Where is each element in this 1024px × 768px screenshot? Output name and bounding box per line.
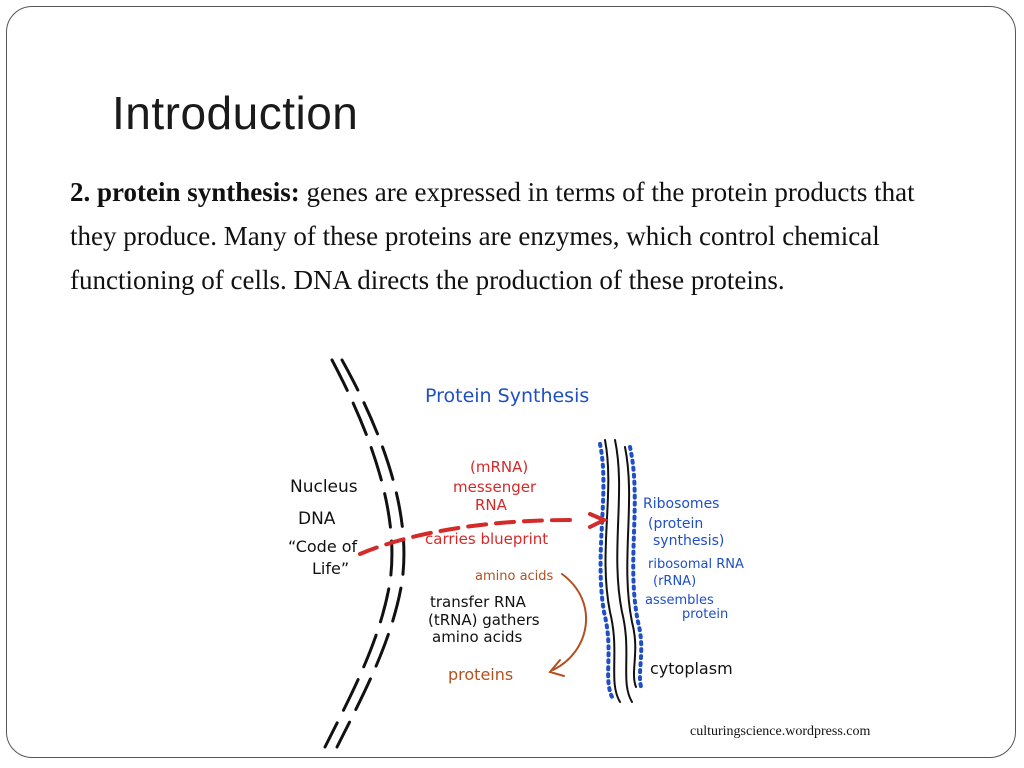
slide-frame: [6, 6, 1016, 758]
trna-label-line1: transfer RNA: [430, 593, 527, 611]
trna-label-line3: amino acids: [432, 628, 523, 646]
code-of-life-line2: Life”: [312, 559, 349, 578]
nucleus-label: Nucleus: [290, 477, 358, 497]
ribosomes-label-line1: Ribosomes: [643, 496, 719, 512]
rrna-label-line1: ribosomal RNA: [648, 557, 744, 572]
nuclear-membrane: [323, 358, 406, 749]
cytoplasm-label: cytoplasm: [650, 659, 733, 678]
mrna-label-line3: RNA: [475, 496, 508, 514]
trna-label-line2: (tRNA) gathers: [428, 611, 540, 629]
figure-title: Protein Synthesis: [425, 385, 589, 407]
amino-arrow: [548, 573, 588, 677]
mrna-label-line1: (mRNA): [470, 458, 528, 476]
slide-title: Introduction: [112, 87, 359, 139]
ribosomes-label-line2: (protein: [648, 516, 703, 532]
ribosomes-label-line3: synthesis): [653, 533, 724, 549]
mrna-label-line2: messenger: [453, 478, 537, 496]
image-credit: culturingscience.wordpress.com: [690, 724, 871, 739]
protein-synthesis-diagram: Protein Synthesis Nucleus DNA “Code of L…: [270, 352, 775, 752]
rrna-label-line4: protein: [682, 607, 728, 622]
code-of-life-line1: “Code of: [288, 537, 358, 556]
body-paragraph: 2. protein synthesis: genes are expresse…: [70, 170, 950, 302]
rrna-label-line2: (rRNA): [653, 574, 696, 589]
mrna-arrow: [358, 512, 609, 556]
ribosome-strands: [598, 439, 644, 703]
paragraph-text: genes are expressed in terms of the prot…: [70, 177, 915, 295]
paragraph-lead: 2. protein synthesis:: [70, 177, 300, 207]
proteins-label: proteins: [448, 665, 513, 684]
amino-acids-label: amino acids: [475, 569, 554, 584]
dna-label: DNA: [298, 509, 336, 529]
rrna-label-line3: assembles: [645, 593, 714, 608]
carries-blueprint-label: carries blueprint: [425, 530, 548, 548]
